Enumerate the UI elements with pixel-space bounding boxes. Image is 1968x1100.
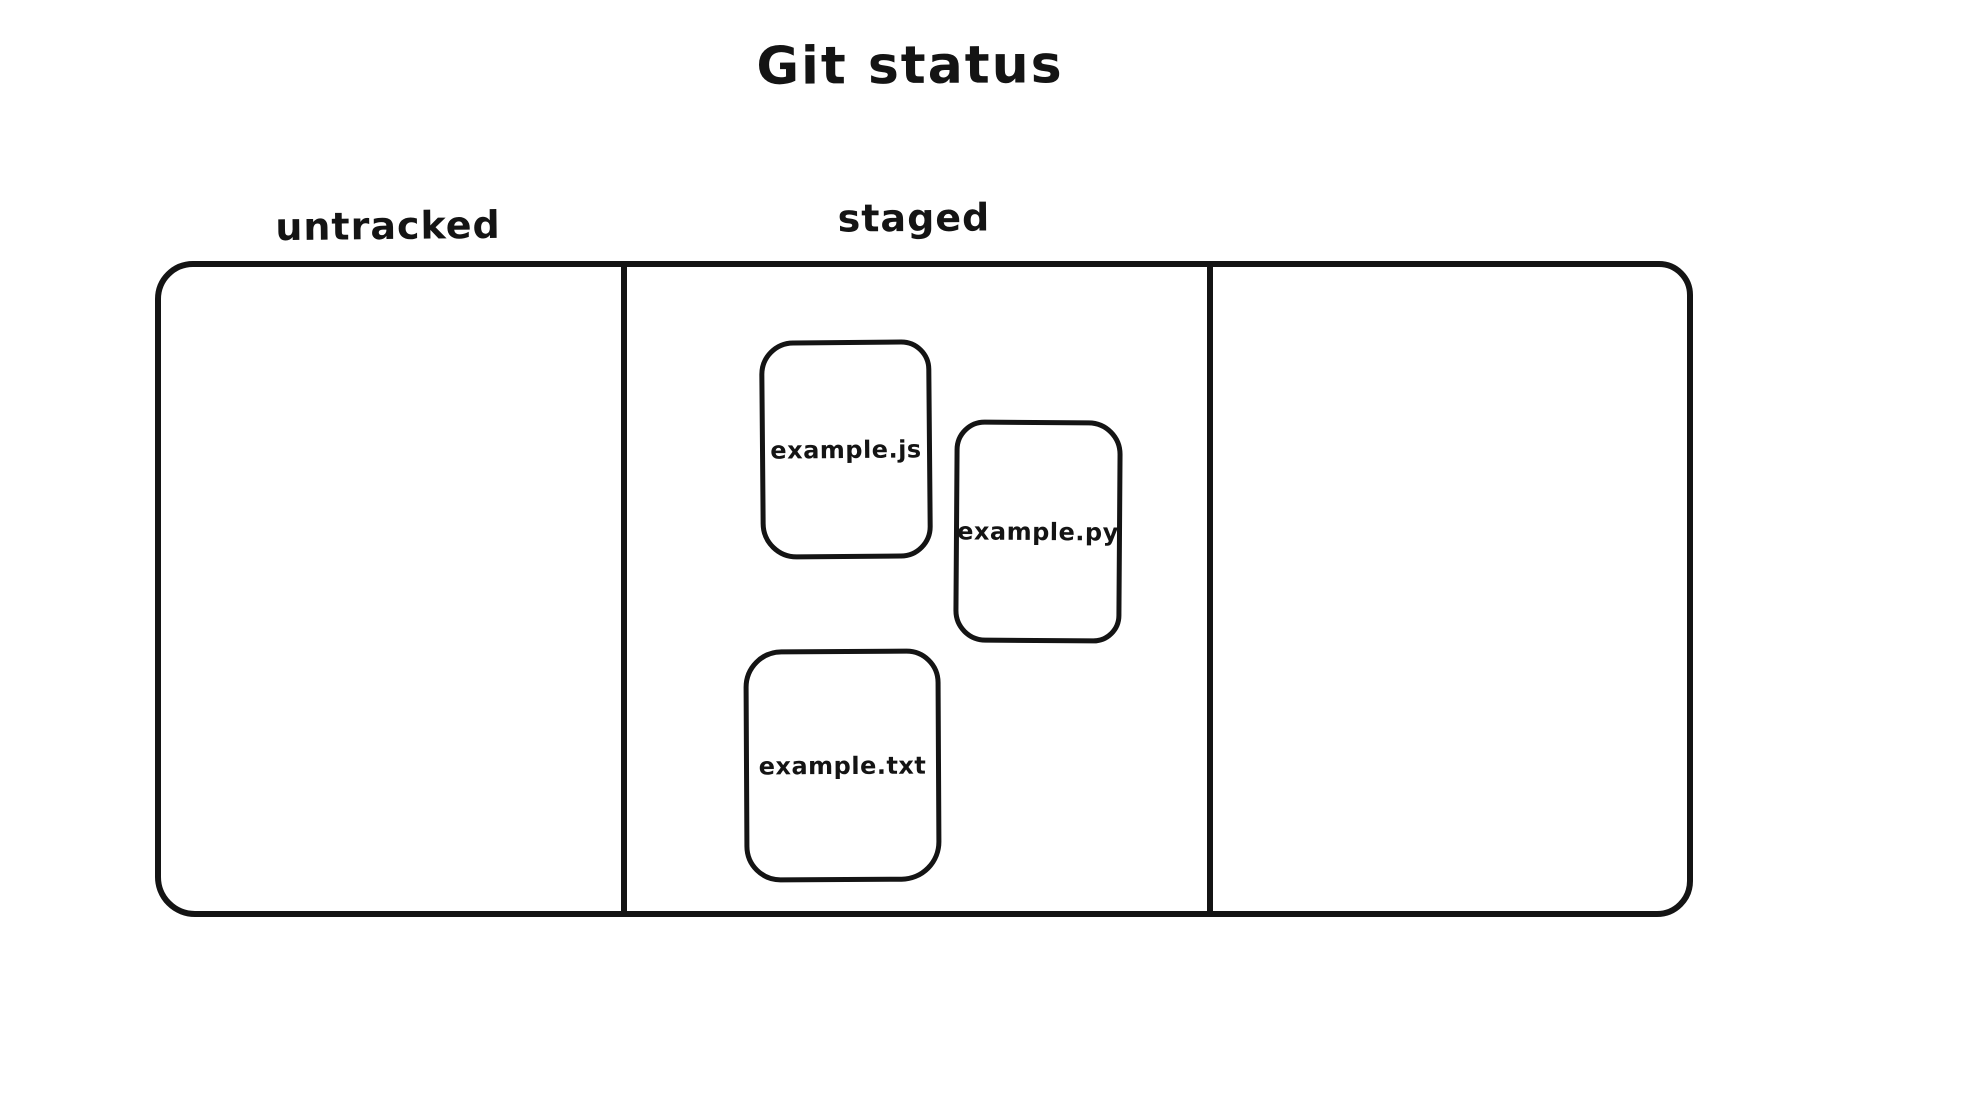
file-card-label: example.py [957,516,1119,547]
file-card-example-txt: example.txt [743,648,942,883]
file-card-example-js: example.js [759,339,933,560]
file-card-label: example.js [770,434,922,465]
diagram-title: Git status [756,35,1064,97]
column-label-staged: staged [837,195,991,241]
divider-untracked-staged [621,267,627,911]
divider-staged-right [1207,267,1213,911]
file-card-example-py: example.py [953,419,1123,644]
file-card-label: example.txt [758,751,927,780]
git-status-container: example.js example.py example.txt [155,261,1693,917]
column-label-untracked: untracked [275,202,501,250]
